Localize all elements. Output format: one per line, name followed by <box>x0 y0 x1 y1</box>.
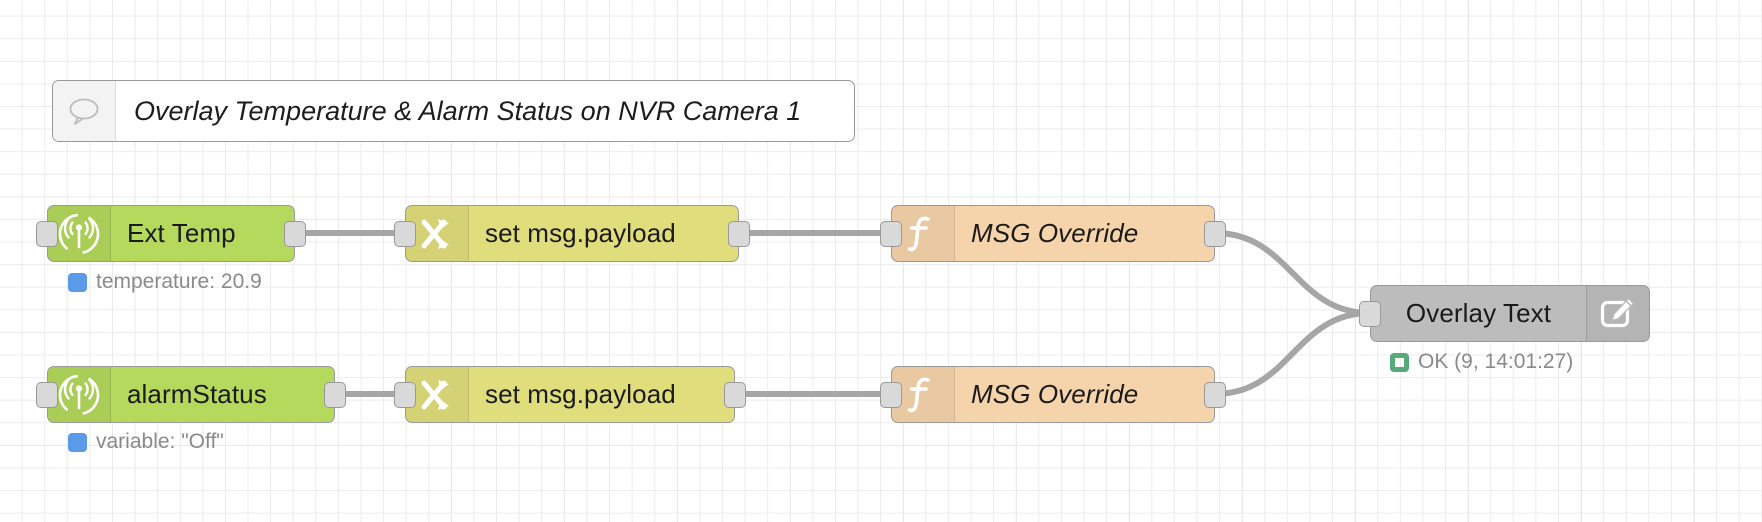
status-text-overlay-text: OK (9, 14:01:27) <box>1418 350 1574 373</box>
output-port-change-1[interactable] <box>728 220 750 247</box>
comment-text: Overlay Temperature & Alarm Status on NV… <box>134 95 802 126</box>
wire-function1-to-overlay <box>1212 230 1373 316</box>
output-port-change-2[interactable] <box>724 381 746 408</box>
status-alarm-status: variable: "Off" <box>68 430 224 454</box>
node-ext-temp[interactable]: Ext Temp <box>36 205 306 262</box>
wire-function2-to-overlay <box>1212 310 1373 397</box>
output-port-alarm-status[interactable] <box>324 381 346 408</box>
node-label-function-1: MSG Override <box>971 218 1139 248</box>
node-label-change-2: set msg.payload <box>485 379 676 409</box>
input-port-function-1[interactable] <box>880 220 902 247</box>
node-label-overlay-text: Overlay Text <box>1405 298 1552 328</box>
node-alarm-status[interactable]: alarmStatus <box>36 366 346 423</box>
node-function-2[interactable]: MSG Override <box>880 366 1226 423</box>
output-port-function-1[interactable] <box>1204 220 1226 247</box>
status-ext-temp: temperature: 20.9 <box>68 270 262 294</box>
input-port-overlay-text[interactable] <box>1359 300 1381 327</box>
node-label-alarm-status: alarmStatus <box>127 379 267 409</box>
node-overlay-text[interactable]: Overlay Text <box>1359 285 1650 342</box>
broadcast-antenna-icon <box>48 206 111 261</box>
broadcast-antenna-icon <box>48 367 111 422</box>
node-label-ext-temp: Ext Temp <box>127 218 236 248</box>
node-label-change-1: set msg.payload <box>485 218 676 248</box>
function-f-icon <box>892 367 955 422</box>
status-ring-icon <box>1390 352 1409 372</box>
swap-arrows-icon <box>406 206 469 261</box>
status-dot-icon <box>68 432 87 452</box>
swap-arrows-icon <box>406 367 469 422</box>
node-function-1[interactable]: MSG Override <box>880 205 1226 262</box>
output-port-function-2[interactable] <box>1204 381 1226 408</box>
input-port-change-1[interactable] <box>394 220 416 247</box>
input-port-ext-temp[interactable] <box>36 220 58 247</box>
status-overlay-text: OK (9, 14:01:27) <box>1390 350 1573 374</box>
function-f-icon <box>892 206 955 261</box>
node-change-2[interactable]: set msg.payload <box>394 366 746 423</box>
comment-bubble-icon <box>53 81 116 141</box>
output-port-ext-temp[interactable] <box>284 220 306 247</box>
input-port-alarm-status[interactable] <box>36 381 58 408</box>
input-port-function-2[interactable] <box>880 381 902 408</box>
edit-pencil-icon[interactable] <box>1586 286 1649 341</box>
status-dot-icon <box>68 272 87 292</box>
comment-node[interactable]: Overlay Temperature & Alarm Status on NV… <box>52 80 855 142</box>
node-label-function-2: MSG Override <box>971 379 1139 409</box>
status-text-alarm-status: variable: "Off" <box>96 430 224 453</box>
status-text-ext-temp: temperature: 20.9 <box>96 270 262 293</box>
node-change-1[interactable]: set msg.payload <box>394 205 750 262</box>
input-port-change-2[interactable] <box>394 381 416 408</box>
